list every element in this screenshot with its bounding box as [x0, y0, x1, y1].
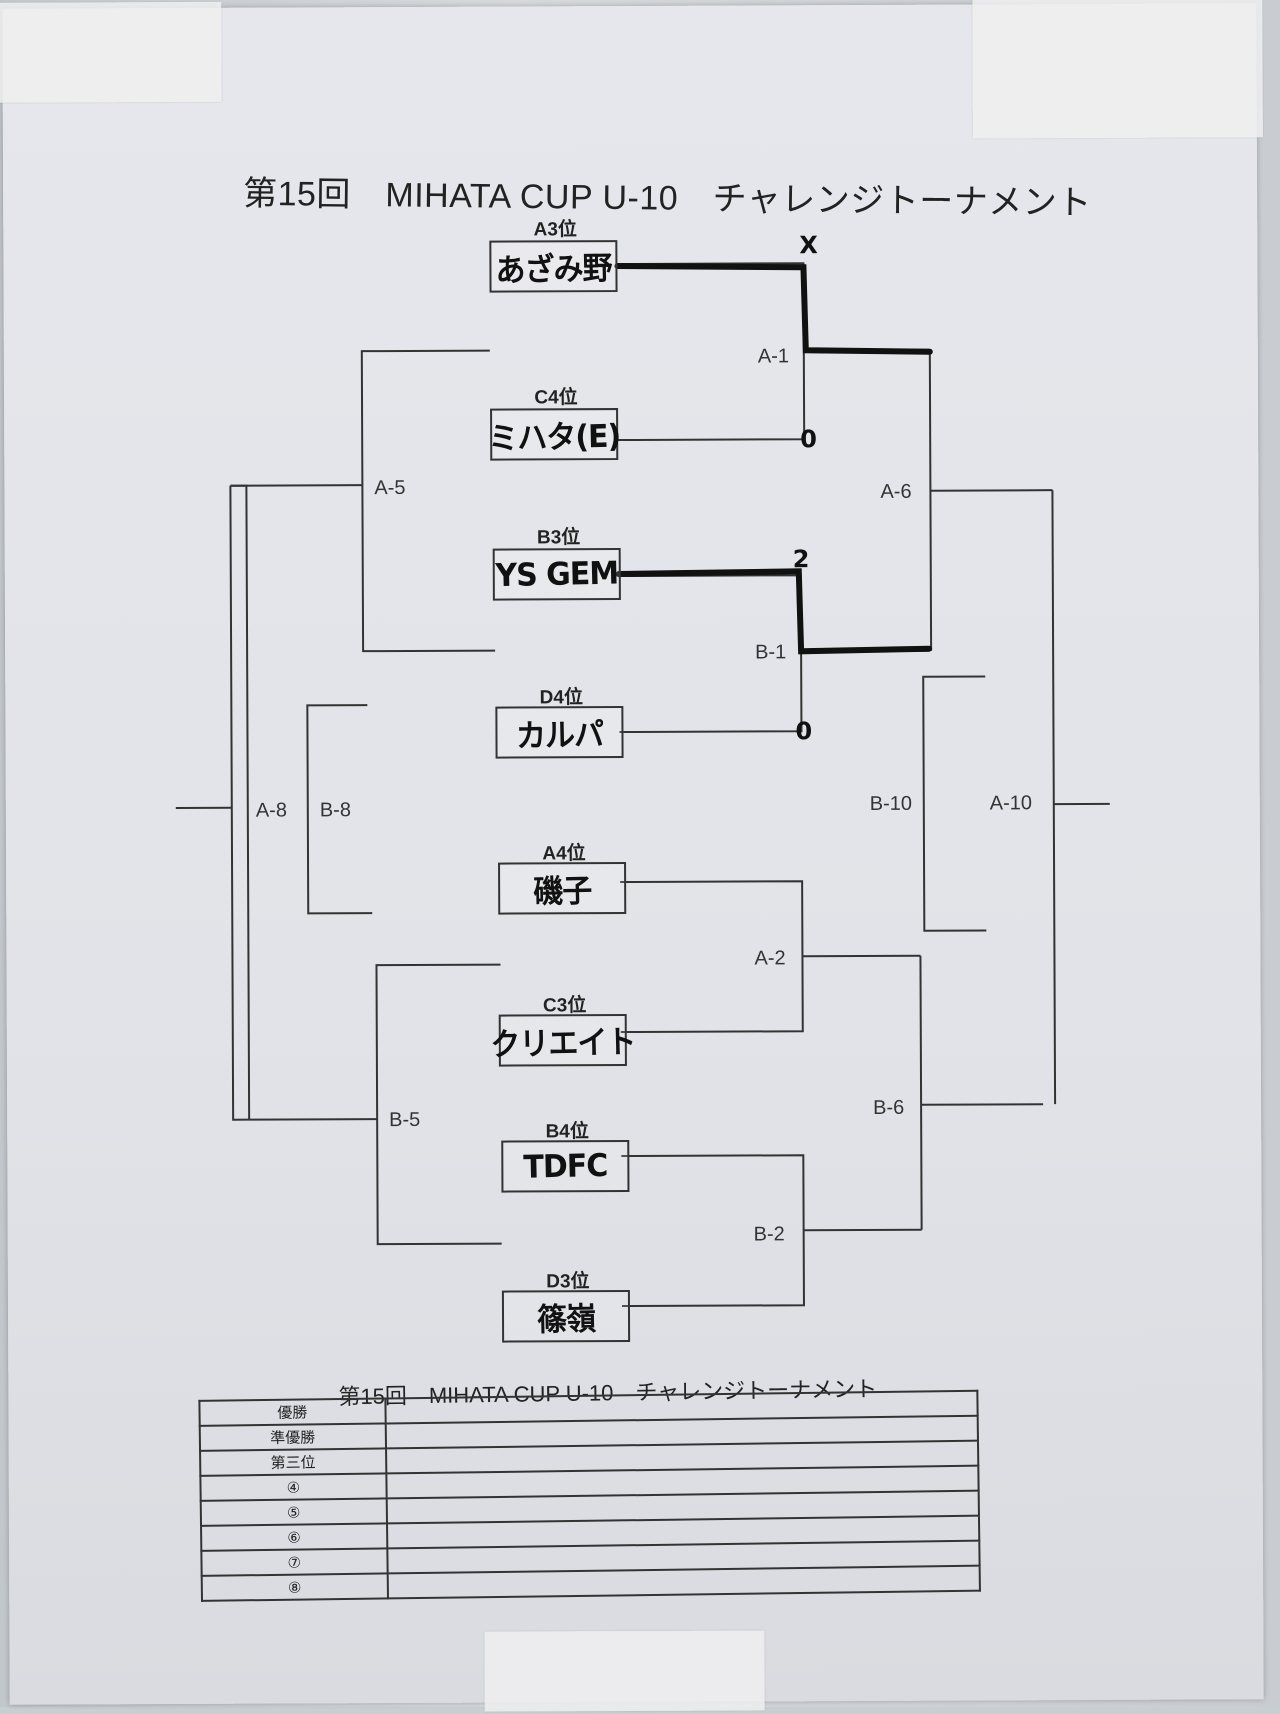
rank-label: ④ — [200, 1473, 386, 1500]
line-b5-bracket — [376, 965, 501, 1245]
winner-path-a1 — [617, 265, 929, 353]
match-label: B-2 — [754, 1223, 785, 1246]
team-name: 磯子 — [500, 862, 625, 915]
team-name: ミハタ(E) — [492, 408, 617, 461]
team-name: YS GEM — [494, 548, 619, 601]
line-b10-bracket — [923, 676, 986, 930]
match-label: B-5 — [389, 1109, 420, 1132]
team-box: YS GEM — [493, 548, 621, 601]
rank-label: ⑦ — [201, 1548, 387, 1575]
match-label: A-6 — [880, 481, 911, 504]
score-mark: 0 — [800, 425, 817, 453]
winner-path-b1 — [619, 571, 929, 652]
team-name: 篠嶺 — [503, 1290, 628, 1343]
match-label: A-10 — [990, 792, 1032, 815]
team-name: あざみ野 — [491, 240, 616, 293]
team-name: クリエイト — [500, 1014, 625, 1067]
team-box: あざみ野 — [489, 240, 617, 293]
rank-label: ⑥ — [201, 1523, 387, 1550]
rank-label: 優勝 — [199, 1398, 385, 1425]
results-table: 優勝 準優勝 第三位 ④ ⑤ ⑥ ⑦ ⑧ — [198, 1390, 981, 1602]
team-box: ミハタ(E) — [490, 408, 618, 461]
line-b5-out — [249, 1119, 377, 1120]
team-box: 篠嶺 — [502, 1290, 630, 1343]
line-a5-bracket — [362, 351, 495, 652]
match-label: B-10 — [870, 793, 912, 816]
match-label: B-1 — [755, 641, 786, 664]
match-label: A-8 — [256, 800, 287, 823]
score-mark: 2 — [793, 545, 810, 573]
line-a6-out — [930, 490, 1052, 491]
match-label: A-1 — [758, 345, 789, 368]
line-a5-out — [230, 485, 362, 486]
team-box: カルパ — [495, 706, 623, 759]
score-mark: X — [799, 231, 818, 259]
line-b6-out — [921, 1104, 1043, 1105]
line-a10-bracket — [1052, 490, 1055, 1104]
rank-label: 準優勝 — [200, 1423, 386, 1450]
team-seed: B3位 — [489, 522, 629, 550]
match-label: B-6 — [873, 1097, 904, 1120]
team-seed: C4位 — [486, 382, 626, 410]
score-mark: 0 — [795, 717, 812, 745]
team-name: TDFC — [503, 1140, 628, 1193]
team-seed: A3位 — [485, 214, 625, 242]
match-label: A-2 — [754, 947, 785, 970]
line-b6-bracket — [920, 956, 921, 1230]
line-a2-out — [802, 956, 920, 957]
line-a6-bracket — [930, 350, 931, 651]
team-box: TDFC — [501, 1140, 629, 1193]
team-box: 磯子 — [498, 862, 626, 915]
team-name: カルパ — [497, 706, 622, 759]
rank-label: 第三位 — [200, 1448, 386, 1475]
rank-label: ⑧ — [202, 1573, 388, 1600]
line-b2-out — [804, 1230, 922, 1231]
tournament-sheet: 第15回 MIHATA CUP U-10 チャレンジトーナメント — [2, 3, 1263, 1704]
team-box: クリエイト — [499, 1014, 627, 1067]
rank-label: ⑤ — [201, 1498, 387, 1525]
match-label: A-5 — [374, 477, 405, 500]
match-label: B-8 — [320, 799, 351, 822]
